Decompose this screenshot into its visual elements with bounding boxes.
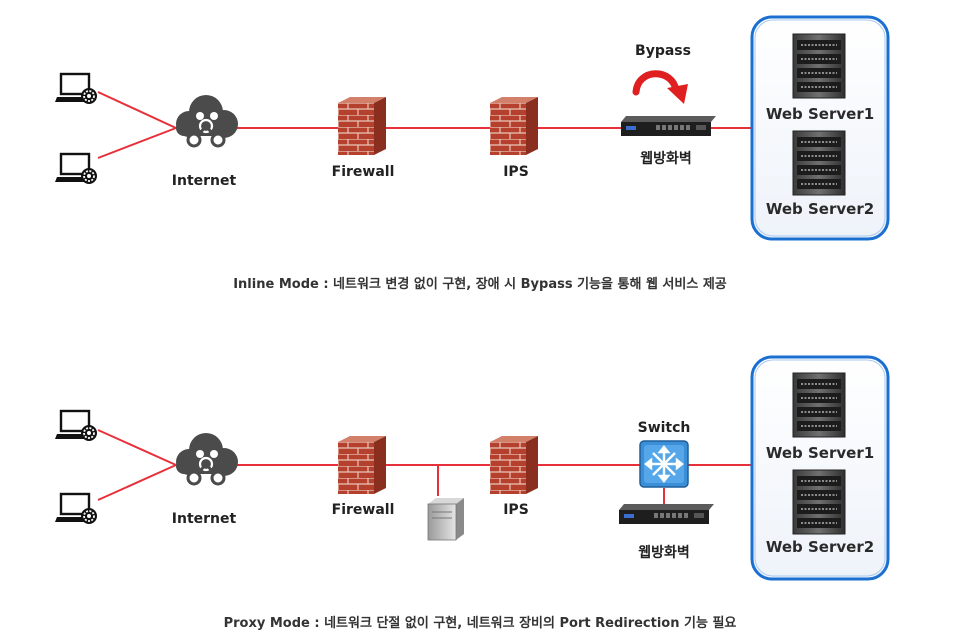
web-server-icon — [792, 372, 846, 438]
web-server1-label: Web Server1 — [765, 444, 875, 462]
web-server-icon — [792, 130, 846, 196]
internet-label: Internet — [171, 511, 237, 527]
web-server2-label: Web Server2 — [765, 538, 875, 556]
proxy-mode-diagram — [53, 355, 890, 581]
ips-icon — [490, 97, 538, 155]
firewall-label: Firewall — [331, 164, 395, 180]
firewall-label: Firewall — [331, 502, 395, 518]
web-server-icon — [792, 469, 846, 535]
inline-mode-caption: Inline Mode : 네트워크 변경 없이 구현, 장애 시 Bypass… — [233, 277, 727, 292]
client-pc-icon — [53, 152, 99, 186]
bypass-arrow-icon — [632, 70, 688, 104]
bypass-label: Bypass — [635, 43, 691, 59]
proxy-mode-caption: Proxy Mode : 네트워크 단절 없이 구현, 네트워크 장비의 Por… — [223, 616, 737, 631]
internet-cloud-icon — [174, 93, 240, 148]
waf-label: 웹방화벽 — [640, 151, 692, 167]
proxy-links — [97, 429, 752, 506]
ips-label: IPS — [503, 502, 529, 518]
switch-label: Switch — [637, 420, 691, 436]
web-server-group-box — [750, 15, 890, 241]
proxy-server-icon — [427, 498, 464, 541]
inline-links — [97, 91, 752, 159]
waf-appliance-icon — [621, 116, 716, 136]
firewall-icon — [338, 97, 386, 155]
waf-appliance-icon — [619, 504, 714, 524]
switch-icon — [639, 440, 689, 488]
web-server1-label: Web Server1 — [765, 105, 875, 123]
firewall-icon — [338, 436, 386, 494]
client-pc-icon — [53, 72, 99, 106]
web-server2-label: Web Server2 — [765, 200, 875, 218]
client-pc-icon — [53, 409, 99, 443]
ips-icon — [490, 436, 538, 494]
web-server-group-box — [750, 355, 890, 581]
web-server-icon — [792, 33, 846, 99]
internet-label: Internet — [171, 173, 237, 189]
internet-cloud-icon — [174, 431, 240, 486]
inline-mode-diagram — [53, 15, 890, 241]
waf-label: 웹방화벽 — [638, 545, 690, 561]
client-pc-icon — [53, 492, 99, 526]
ips-label: IPS — [503, 164, 529, 180]
